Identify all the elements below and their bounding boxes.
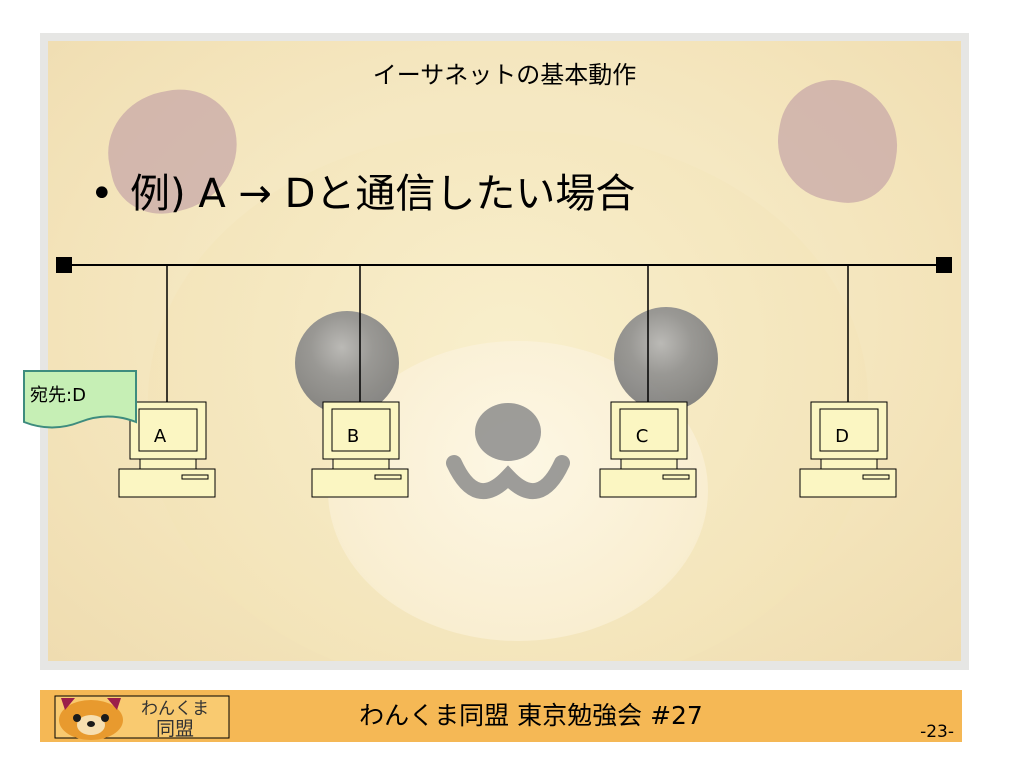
packet-label: 宛先:D	[30, 385, 86, 406]
bullet-point: • 例) A → Dと通信したい場合	[90, 161, 635, 219]
pc-body-b	[311, 468, 409, 498]
bullet-marker: •	[90, 171, 114, 217]
packet-shape	[23, 370, 137, 429]
computer-label-d: D	[835, 426, 849, 447]
screen-b	[331, 408, 391, 452]
logo-text-line1: わんくま	[141, 699, 209, 719]
pc-body-a	[118, 468, 216, 498]
logo-bear-eye-right-icon	[101, 714, 109, 722]
computer-label-b: B	[347, 426, 359, 447]
bear-mouth-decoration	[446, 455, 570, 500]
drive-slot-b	[374, 474, 402, 480]
bus-terminator-left	[56, 257, 72, 273]
computer-a: A	[118, 265, 216, 498]
page-number: -23-	[920, 722, 954, 742]
logo-text-line2: 同盟	[156, 718, 194, 740]
bear-nose-decoration	[475, 403, 541, 461]
screen-a	[138, 408, 198, 452]
logo-bear-nose-icon	[87, 721, 95, 727]
monitor-stand-d	[820, 458, 878, 470]
computer-b: B	[311, 265, 409, 498]
bear-eye-left-decoration	[295, 311, 399, 415]
bullet-text: 例) A → Dと通信したい場合	[130, 171, 636, 217]
logo-bear-ear-left-icon	[61, 698, 75, 710]
slide-frame: イーサネットの基本動作 • 例) A → Dと通信したい場合	[40, 33, 969, 670]
bear-eye-right-decoration	[614, 307, 718, 411]
monitor-stand-c	[620, 458, 678, 470]
bus-terminator-right	[936, 257, 952, 273]
wankuma-logo: わんくま 同盟	[47, 694, 231, 740]
pc-body-c	[599, 468, 697, 498]
monitor-stand-b	[332, 458, 390, 470]
computer-label-c: C	[636, 426, 649, 447]
logo-bear-eye-left-icon	[73, 714, 81, 722]
packet-frame: 宛先:D	[23, 370, 137, 429]
computer-label-a: A	[154, 426, 167, 447]
screen-d	[819, 408, 879, 452]
drive-slot-c	[662, 474, 690, 480]
computer-c: C	[599, 265, 697, 498]
pc-body-d	[799, 468, 897, 498]
slide-title: イーサネットの基本動作	[372, 61, 637, 89]
footer-text: わんくま同盟 東京勉強会 #27	[359, 701, 703, 730]
screen-c	[619, 408, 679, 452]
logo-bear-ear-right-icon	[107, 698, 121, 710]
drive-slot-d	[862, 474, 890, 480]
computer-d: D	[799, 265, 897, 498]
drive-slot-a	[181, 474, 209, 480]
monitor-stand-a	[139, 458, 197, 470]
slide-background	[48, 41, 961, 661]
